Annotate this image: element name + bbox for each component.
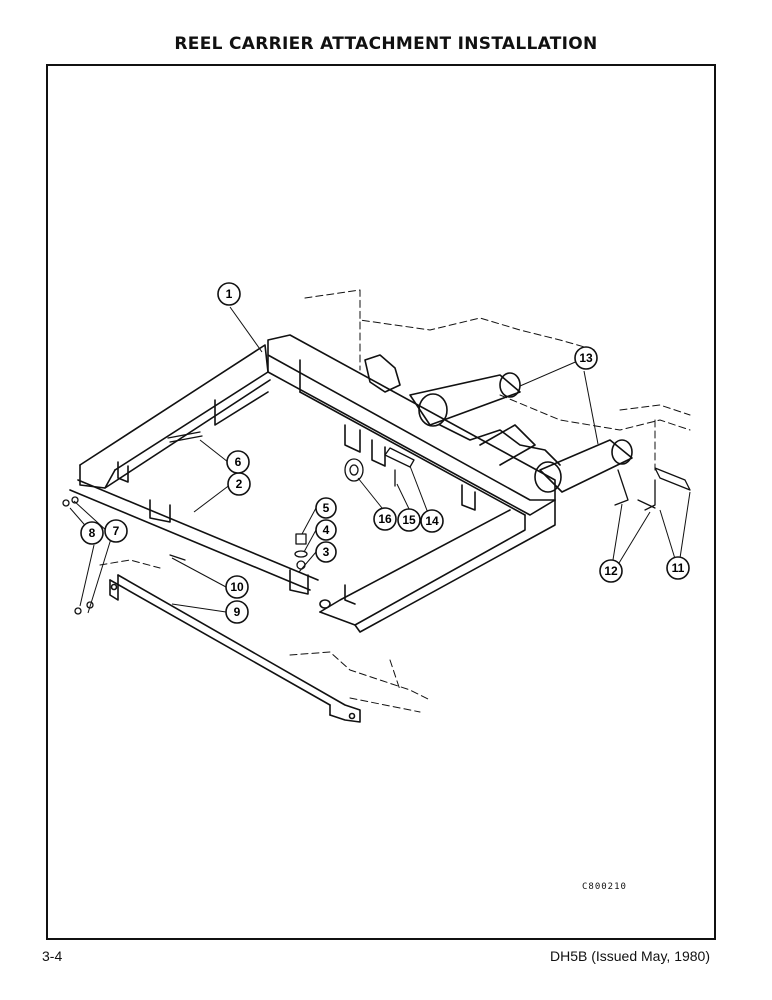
svg-text:7: 7 — [113, 524, 120, 538]
svg-text:10: 10 — [230, 580, 244, 594]
callout-15: 15 — [397, 508, 421, 532]
figure-code: C800210 — [582, 882, 627, 892]
leader-lines — [69, 306, 691, 614]
svg-text:13: 13 — [579, 351, 593, 365]
svg-text:11: 11 — [672, 561, 685, 575]
phantom-tractor-frame — [99, 289, 691, 713]
pivot-arm-assembly — [364, 354, 633, 493]
figure-frame — [46, 64, 716, 940]
callout-6: 6 — [226, 450, 250, 474]
callout-4: 4 — [315, 519, 337, 541]
callout-2: 2 — [227, 472, 251, 496]
callout-1: 1 — [217, 282, 241, 306]
svg-text:5: 5 — [323, 501, 330, 515]
svg-text:12: 12 — [604, 564, 618, 578]
axle-tube — [69, 479, 331, 609]
page-number: 3-4 — [42, 948, 63, 964]
callout-10: 10 — [225, 575, 249, 599]
callout-5: 5 — [315, 497, 337, 519]
svg-text:14: 14 — [425, 514, 439, 528]
page-title: REEL CARRIER ATTACHMENT INSTALLATION — [174, 34, 598, 54]
svg-text:3: 3 — [323, 545, 330, 559]
callout-8: 8 — [80, 521, 104, 545]
callout-3: 3 — [315, 541, 337, 563]
lower-bar — [109, 574, 361, 723]
svg-text:16: 16 — [378, 512, 392, 526]
callout-13: 13 — [574, 346, 598, 370]
callout-12: 12 — [599, 559, 623, 583]
svg-text:4: 4 — [323, 523, 330, 537]
callouts: 1 2 3 4 5 6 7 8 — [80, 282, 690, 624]
document-info: DH5B (Issued May, 1980) — [549, 948, 710, 964]
callout-11: 11 — [666, 556, 690, 580]
svg-text:1: 1 — [226, 287, 233, 301]
svg-text:15: 15 — [402, 513, 416, 527]
svg-text:6: 6 — [235, 455, 242, 469]
svg-text:2: 2 — [236, 477, 243, 491]
callout-7: 7 — [104, 519, 128, 543]
svg-text:8: 8 — [89, 526, 96, 540]
callout-16: 16 — [373, 507, 397, 531]
callout-9: 9 — [225, 600, 249, 624]
reel-carrier-frame — [79, 334, 556, 633]
callout-14: 14 — [420, 509, 444, 533]
svg-text:9: 9 — [234, 605, 241, 619]
